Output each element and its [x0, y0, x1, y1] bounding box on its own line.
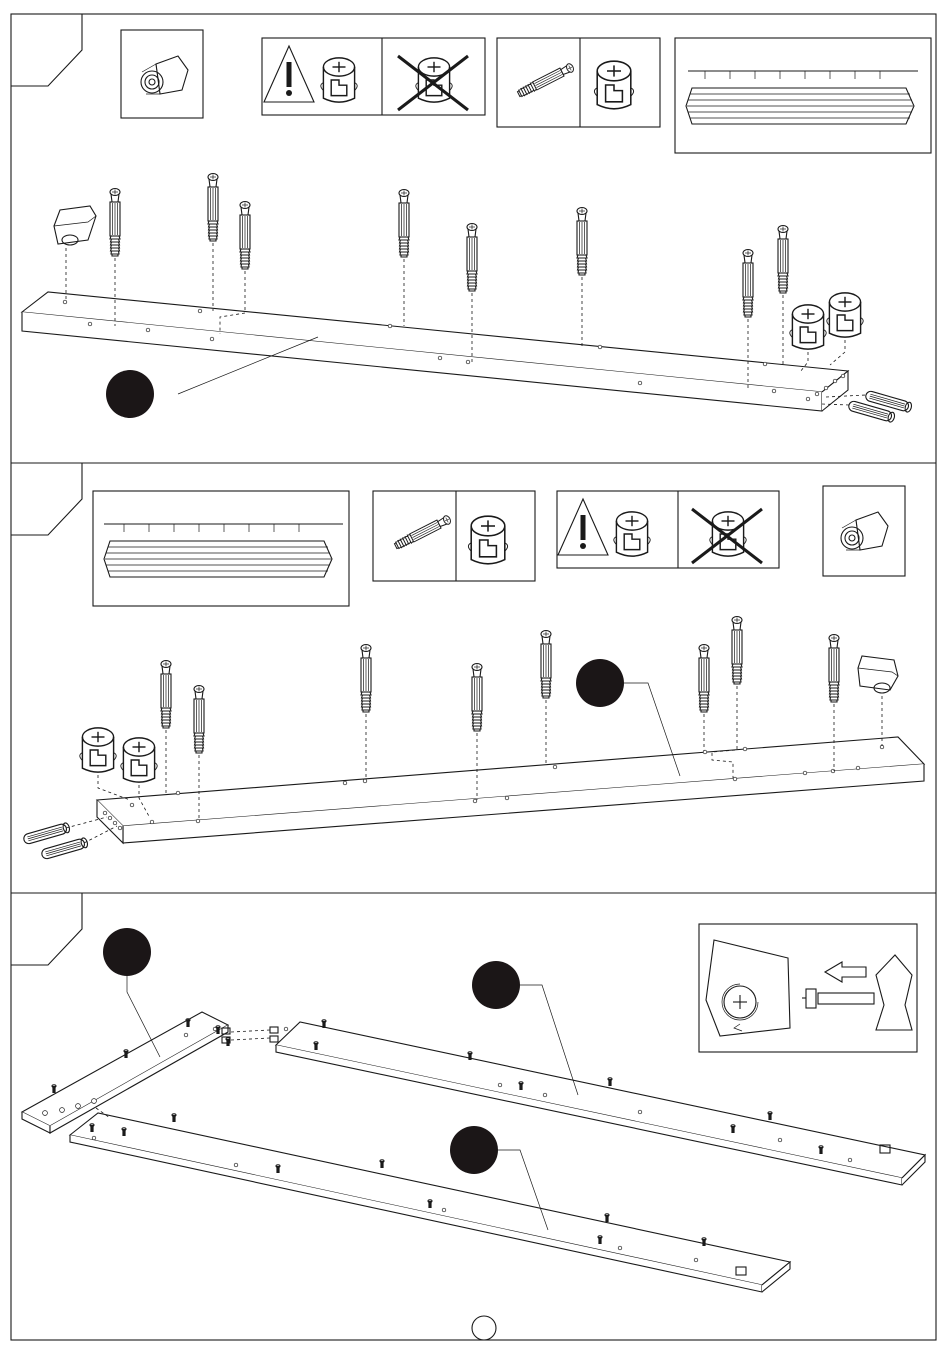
- warning-cam-orientation-inset: [557, 491, 779, 568]
- cam-tighten-detail-inset: [699, 924, 917, 1052]
- cam-lock-detail-inset: [823, 486, 905, 576]
- step-number-box: [11, 893, 82, 965]
- side-panel-board: [97, 737, 924, 843]
- push-arrow-icon: [825, 962, 866, 982]
- warning-triangle-icon: [264, 46, 314, 102]
- step-1: [22, 30, 931, 423]
- part-marker: [103, 928, 160, 1057]
- cam-bolt-and-cam-inset: [373, 491, 535, 581]
- connector-panel: [22, 1012, 228, 1133]
- cam-bolt-and-cam-inset: [497, 38, 660, 127]
- dowel-detail-inset: [675, 38, 931, 153]
- warning-cam-orientation-inset: [262, 38, 485, 115]
- side-panel-board: [276, 1022, 925, 1185]
- warning-triangle-icon: [558, 499, 608, 555]
- dowel-detail-inset: [93, 491, 349, 606]
- step-number-box: [11, 463, 82, 535]
- step-3: [22, 924, 925, 1292]
- cross-out-icon: [692, 509, 762, 563]
- page-number: [472, 1316, 496, 1340]
- cam-lock-detail: [54, 206, 96, 245]
- cam-lock-detail: [858, 656, 898, 693]
- step-number-box: [11, 14, 82, 86]
- step-2: [23, 486, 924, 860]
- cam-lock-detail-inset: [121, 30, 203, 118]
